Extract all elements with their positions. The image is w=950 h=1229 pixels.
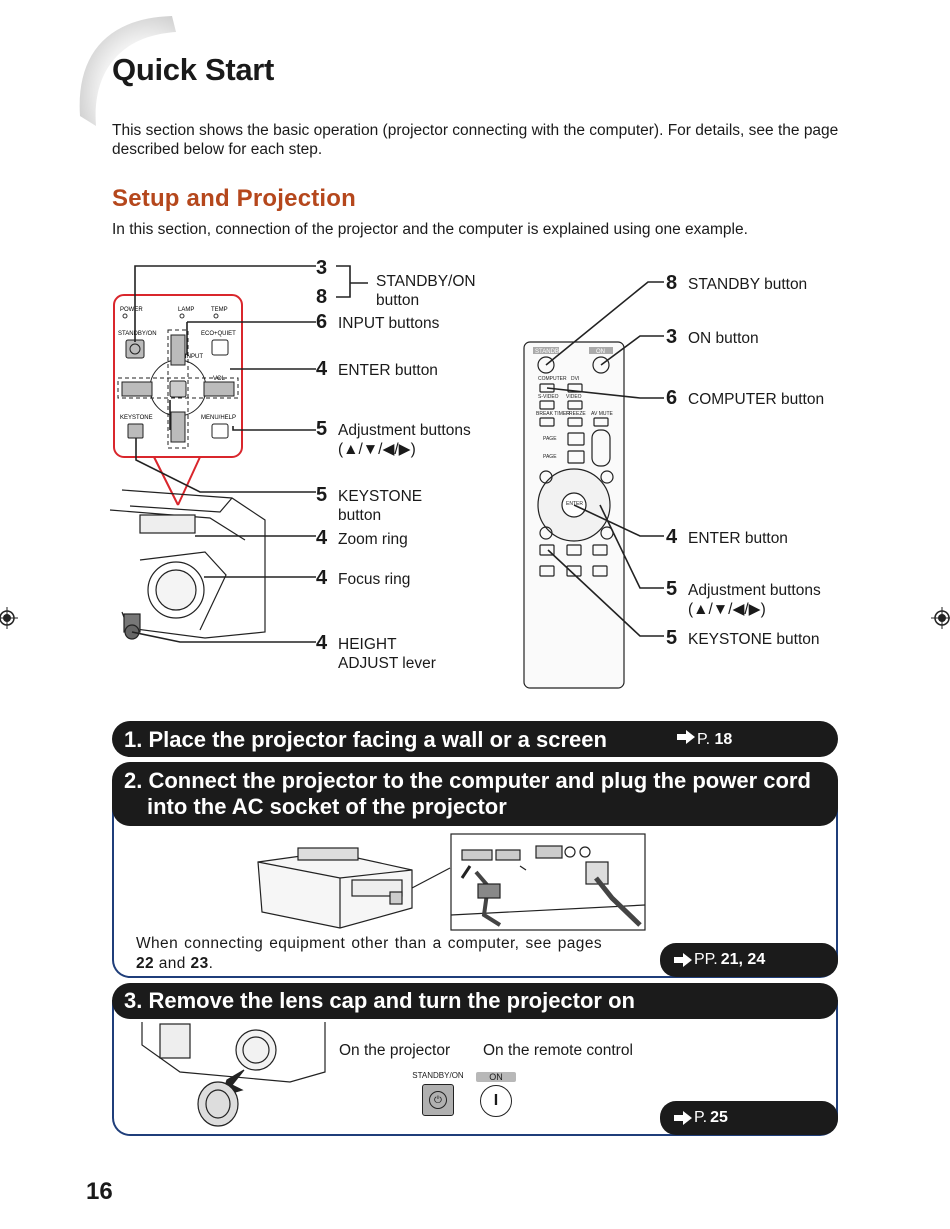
step-3-frame — [112, 1000, 838, 1136]
svg-text:VOL: VOL — [213, 376, 226, 382]
section-description: In this section, connection of the proje… — [112, 221, 748, 238]
on-button-icon: I — [480, 1085, 512, 1117]
arrow-right-icon — [674, 953, 692, 967]
svg-text:BREAK TIMER: BREAK TIMER — [536, 411, 570, 417]
corner-swoosh-decoration — [79, 16, 176, 126]
callout-adjustment-buttons: 5 Adjustment buttons(▲/▼/◀/▶) — [316, 418, 471, 458]
remote-on-button-illustration: ON I — [476, 1072, 516, 1117]
page-number: 16 — [86, 1178, 113, 1205]
svg-text:INPUT: INPUT — [185, 354, 203, 360]
caption-on-projector: On the projector — [339, 1042, 451, 1059]
svg-text:ECO+QUIET: ECO+QUIET — [201, 331, 236, 337]
standby-on-button-illustration: STANDBY/ON ⏻ — [408, 1071, 468, 1116]
svg-text:STANDBY: STANDBY — [535, 349, 563, 355]
registration-mark-left-icon — [0, 607, 18, 629]
registration-mark-right-icon — [931, 607, 950, 629]
power-icon: ⏻ — [422, 1084, 454, 1116]
svg-text:PAGE: PAGE — [543, 436, 557, 442]
svg-text:TEMP: TEMP — [211, 307, 228, 313]
step-2-page-ref[interactable]: PP. 21, 24 — [660, 943, 838, 977]
step-1-page-ref[interactable]: P. 18 — [677, 730, 732, 749]
callout-numbers-3-8: 3 8 — [316, 257, 328, 308]
control-panel-illustration: POWER LAMP TEMP STANDBY/ON ECO+QUIET INP… — [113, 294, 243, 506]
page-title: Quick Start — [112, 52, 275, 87]
step-1-bar: 1. Place the projector facing a wall or … — [112, 721, 838, 757]
svg-text:ON: ON — [596, 349, 605, 355]
section-title: Setup and Projection — [112, 185, 357, 212]
svg-text:COMPUTER: COMPUTER — [538, 376, 567, 382]
svg-text:KEYSTONE: KEYSTONE — [120, 415, 153, 421]
svg-text:PAGE: PAGE — [543, 454, 557, 460]
step-1-title: 1. Place the projector facing a wall or … — [124, 727, 607, 752]
svg-text:MENU/HELP: MENU/HELP — [201, 415, 236, 421]
svg-text:AV MUTE: AV MUTE — [591, 411, 614, 417]
step-3-page-ref[interactable]: P. 25 — [660, 1101, 838, 1135]
step-3-bar: 3. Remove the lens cap and turn the proj… — [112, 983, 838, 1019]
step-2-note: When connecting equipment other than a c… — [136, 935, 602, 972]
panel-power-label: POWER — [120, 307, 143, 313]
right-leader-lines — [545, 281, 664, 637]
svg-text:DVI: DVI — [571, 376, 579, 382]
step-3-title: 3. Remove the lens cap and turn the proj… — [124, 988, 635, 1013]
projector-illustration — [109, 489, 266, 640]
svg-text:VIDEO: VIDEO — [566, 394, 582, 400]
arrow-right-icon — [674, 1111, 692, 1125]
svg-text:FREEZE: FREEZE — [566, 411, 586, 417]
svg-text:STANDBY/ON: STANDBY/ON — [118, 331, 157, 337]
caption-on-remote: On the remote control — [483, 1042, 633, 1059]
step-2-bar: 2. Connect the projector to the computer… — [112, 762, 838, 826]
callout-remote-adjustment-buttons: 5 Adjustment buttons(▲/▼/◀/▶) — [666, 578, 821, 618]
step-2-title-line1: 2. Connect the projector to the computer… — [124, 768, 811, 793]
intro-paragraph: This section shows the basic operation (… — [112, 122, 839, 158]
svg-text:LAMP: LAMP — [178, 307, 194, 313]
remote-control-illustration: STANDBY ON COMPUTER DVI S-VIDEO VIDEO BR… — [523, 341, 625, 689]
step-2-frame — [112, 800, 838, 978]
svg-text:S-VIDEO: S-VIDEO — [538, 394, 559, 400]
svg-text:ENTER: ENTER — [566, 501, 583, 507]
arrow-right-icon — [677, 730, 695, 744]
callout-standby-on-button: STANDBY/ON button — [376, 273, 476, 309]
step-2-title-line2: into the AC socket of the projector — [147, 794, 507, 819]
